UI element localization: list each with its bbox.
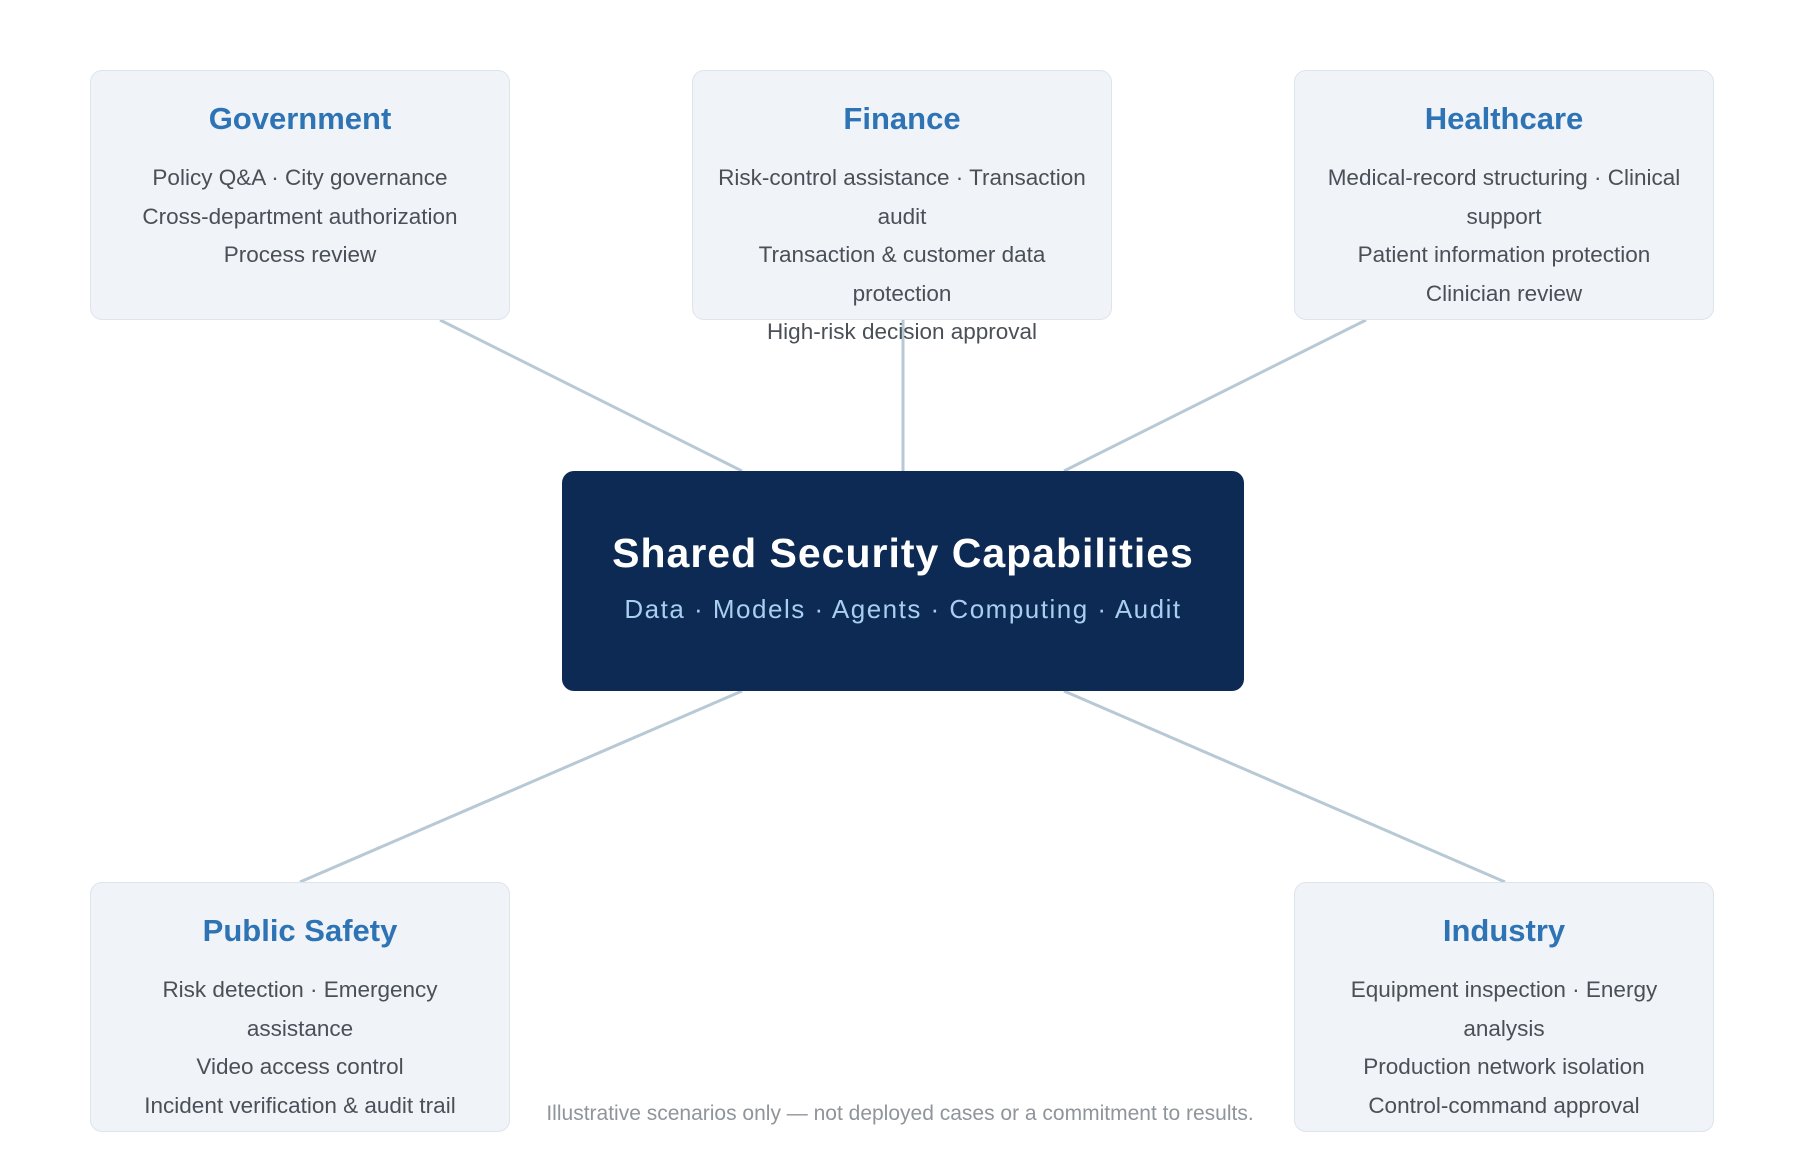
sector-title: Healthcare bbox=[1424, 101, 1584, 136]
hub-card: Shared Security Capabilities Data · Mode… bbox=[562, 471, 1244, 691]
disclaimer-footnote: Illustrative scenarios only — not deploy… bbox=[546, 1102, 1254, 1125]
sector-item: High-risk decision approval bbox=[766, 319, 1038, 345]
sector-item: Policy Q&A · City governance bbox=[152, 165, 448, 190]
sector-card-finance: Finance Risk-control assistance · Transa… bbox=[692, 70, 1112, 344]
connector-government bbox=[439, 318, 743, 473]
sector-item: Clinician review bbox=[1425, 280, 1583, 306]
sector-card-public-safety: Public Safety Risk detection · Emergency… bbox=[90, 882, 510, 1132]
sector-item: Control-command approval bbox=[1368, 1092, 1640, 1118]
sector-item: Process review bbox=[223, 242, 377, 268]
sector-item: Risk-control assistance · Transaction bbox=[718, 165, 1086, 190]
sector-item: Incident verification & audit trail bbox=[144, 1092, 456, 1118]
sector-item: Patient information protection bbox=[1357, 242, 1651, 268]
connector-public-safety bbox=[299, 689, 743, 884]
sector-item: assistance bbox=[246, 1015, 354, 1041]
sector-item: Video access control bbox=[196, 1054, 404, 1080]
sector-item: Transaction & customer data bbox=[758, 242, 1046, 268]
sector-card-industry: Industry Equipment inspection · Energy a… bbox=[1294, 882, 1714, 1132]
sector-card-government: Government Policy Q&A · City governance … bbox=[90, 70, 510, 320]
sector-item: Equipment inspection · Energy bbox=[1350, 977, 1658, 1002]
sector-item: protection bbox=[852, 280, 952, 306]
sector-item: analysis bbox=[1463, 1015, 1545, 1041]
sector-item: support bbox=[1466, 203, 1542, 229]
sector-title: Industry bbox=[1442, 913, 1566, 948]
sector-item: Production network isolation bbox=[1363, 1054, 1645, 1080]
sector-item: Medical-record structuring · Clinical bbox=[1327, 165, 1681, 190]
sector-title: Government bbox=[208, 101, 392, 136]
sector-title: Public Safety bbox=[202, 913, 398, 948]
sector-card-healthcare: Healthcare Medical-record structuring · … bbox=[1294, 70, 1714, 320]
sector-title: Finance bbox=[843, 101, 961, 136]
hub-title: Shared Security Capabilities bbox=[612, 530, 1194, 576]
hub-subtitle: Data · Models · Agents · Computing · Aud… bbox=[624, 594, 1182, 624]
sector-item: audit bbox=[877, 203, 927, 229]
connector-healthcare bbox=[1063, 318, 1367, 473]
connector-industry bbox=[1063, 689, 1506, 884]
sector-item: Risk detection · Emergency bbox=[162, 977, 438, 1002]
sector-item: Cross-department authorization bbox=[142, 203, 458, 229]
